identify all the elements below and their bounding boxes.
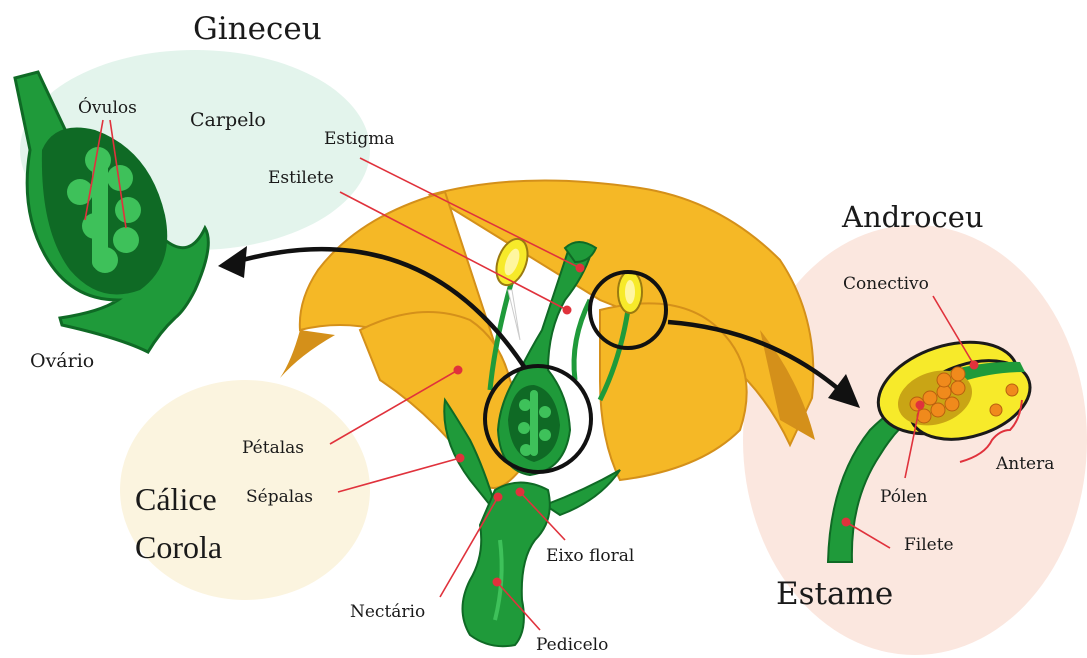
- label-estigma: Estigma: [324, 129, 395, 149]
- label-corola: Corola: [135, 529, 222, 565]
- label-estilete: Estilete: [268, 168, 334, 188]
- label-petalas: Pétalas: [242, 438, 304, 458]
- label-ovulos: Óvulos: [78, 97, 137, 118]
- label-ovario: Ovário: [30, 350, 94, 372]
- label-estame: Estame: [776, 576, 893, 612]
- label-filete: Filete: [904, 535, 954, 555]
- label-calice: Cálice: [135, 481, 217, 517]
- label-gineceu: Gineceu: [193, 11, 322, 47]
- label-eixo-floral: Eixo floral: [546, 546, 634, 566]
- label-androceu: Androceu: [841, 200, 984, 234]
- label-conectivo: Conectivo: [843, 274, 929, 294]
- label-carpelo: Carpelo: [190, 109, 266, 131]
- label-polen: Pólen: [880, 487, 927, 507]
- label-pedicelo: Pedicelo: [536, 635, 608, 655]
- label-nectario: Nectário: [350, 602, 425, 622]
- label-sepalas: Sépalas: [246, 487, 313, 507]
- label-antera: Antera: [995, 454, 1054, 474]
